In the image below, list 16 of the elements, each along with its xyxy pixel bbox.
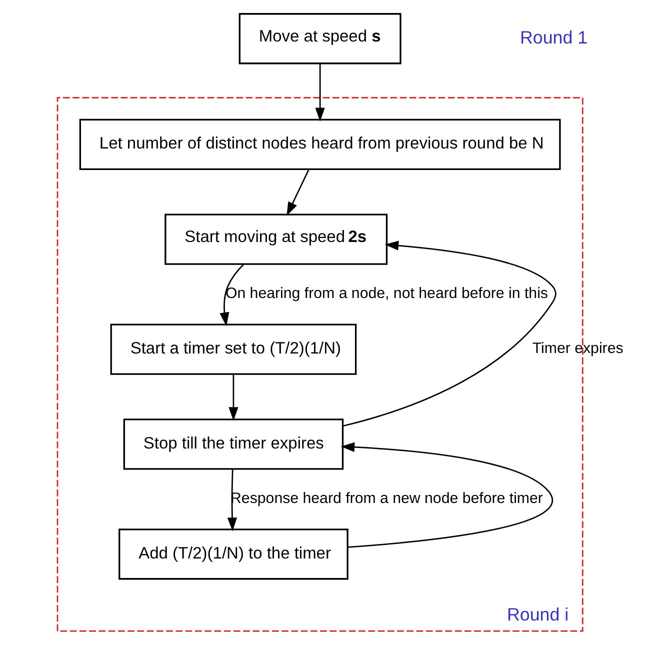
arrow: [340, 442, 552, 548]
node-box: Start moving at speed 2s: [164, 214, 388, 265]
node-box: Add (T/2)(1/N) to the timer: [118, 528, 348, 580]
node-box: Let number of distinct nodes heard from previous round be N: [78, 118, 560, 170]
label: Round 1: [520, 27, 588, 48]
arrow: [314, 63, 324, 122]
node-box: Start a timer set to (T/2)(1/N): [110, 324, 356, 375]
node-box: Stop till the timer expires: [122, 418, 344, 470]
edge-label: Response heard from a new node before timer: [230, 490, 542, 507]
arrow: [286, 169, 309, 216]
arrow: [342, 240, 556, 427]
arrow: [219, 264, 244, 326]
node-box: Move at speed s: [238, 13, 401, 64]
edge-label: On hearing from a node, not heard before in this: [224, 285, 548, 302]
edge-label: Timer expires: [532, 340, 623, 358]
arrow: [228, 374, 238, 421]
